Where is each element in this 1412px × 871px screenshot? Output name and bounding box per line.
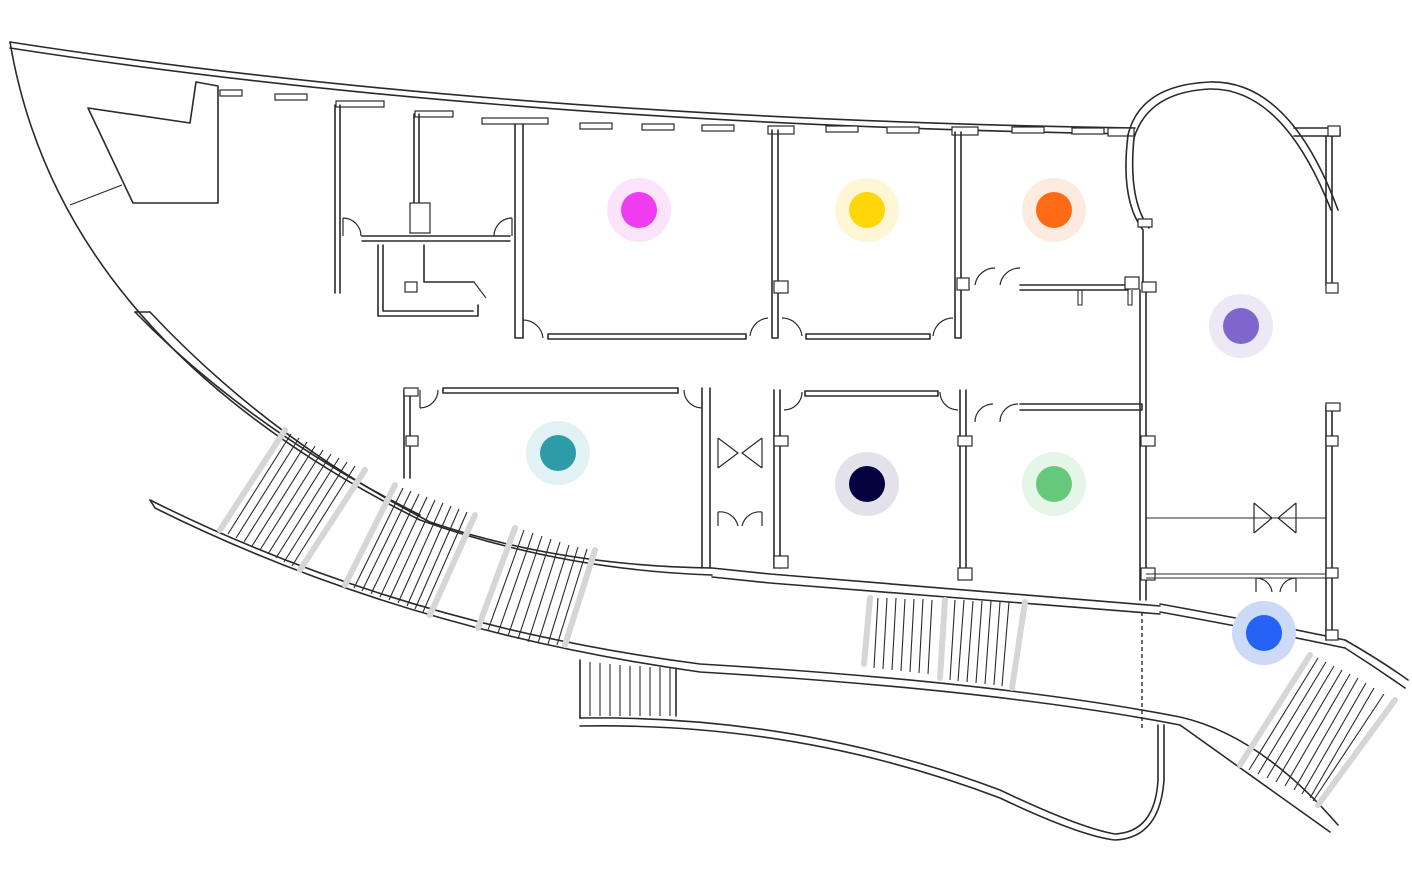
marker-purple[interactable]: [1209, 294, 1273, 358]
marker-yellow[interactable]: [835, 178, 899, 242]
top-windows: [219, 89, 1135, 137]
south-terrace: [149, 499, 1409, 841]
marker-teal[interactable]: [526, 421, 590, 485]
lobby-shape: [69, 81, 219, 206]
marker-blue[interactable]: [1232, 601, 1296, 665]
stair-west-3: [475, 525, 598, 648]
marker-navy[interactable]: [835, 452, 899, 516]
stair-south-lower: [589, 662, 671, 716]
marker-green[interactable]: [1022, 452, 1086, 516]
marker-magenta[interactable]: [607, 178, 671, 242]
stair-south-middle: [861, 595, 1028, 691]
stairs: [217, 427, 1398, 808]
north-big-rooms: [514, 123, 1140, 340]
building-outline: [9, 41, 1346, 649]
marker-orange[interactable]: [1022, 178, 1086, 242]
north-small-rooms: [334, 104, 513, 317]
location-markers: [526, 178, 1296, 665]
stair-west-2: [342, 482, 478, 618]
stair-east: [1237, 652, 1398, 808]
stair-west-1: [217, 427, 368, 573]
east-rotunda: [1125, 81, 1341, 601]
